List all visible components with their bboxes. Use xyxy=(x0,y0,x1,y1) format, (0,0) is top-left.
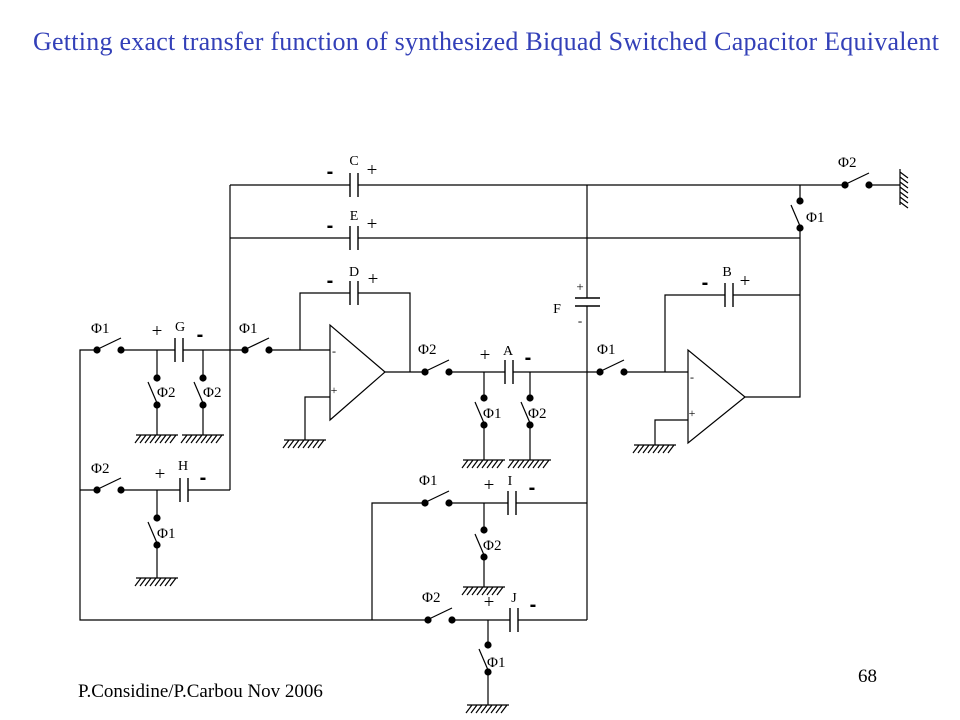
capacitor-a-minus: - xyxy=(525,347,532,369)
capacitor-c-plus: + xyxy=(367,160,378,181)
capacitor-i-label: I xyxy=(508,474,513,489)
capacitor-e-plus: + xyxy=(367,214,378,235)
capacitor-f-plus: + xyxy=(576,279,583,294)
capacitor-h-plus: + xyxy=(155,464,166,485)
capacitor-j-plus: + xyxy=(484,592,495,613)
switch-a-input-label: Φ2 xyxy=(418,342,436,358)
capacitor-f-minus: - xyxy=(578,313,582,328)
capacitor-b-minus: - xyxy=(702,272,709,294)
page-number: 68 xyxy=(858,666,877,687)
capacitor-a-label: A xyxy=(503,344,514,359)
capacitor-e-label: E xyxy=(350,209,359,224)
wire-d-branch xyxy=(299,292,411,372)
switch-a-output-label: Φ1 xyxy=(597,342,615,358)
capacitor-c-minus: - xyxy=(327,161,334,183)
capacitor-f-label: F xyxy=(553,302,561,317)
circuit-wires xyxy=(79,184,900,705)
op-amp-2 xyxy=(687,348,746,445)
switch-a-shunt-right-label: Φ2 xyxy=(528,406,546,422)
switch-g-input-label: Φ1 xyxy=(91,321,109,337)
switch-output-reset-label: Φ1 xyxy=(806,210,824,226)
switch-i-shunt-label: Φ2 xyxy=(483,538,501,554)
switch-g-shunt-left-label: Φ2 xyxy=(157,385,175,401)
switch-a-shunt-left-label: Φ1 xyxy=(483,406,501,422)
op-amp-1-inverting-sign: - xyxy=(332,344,336,358)
capacitor-g-plus: + xyxy=(152,321,163,342)
wire-b-branch xyxy=(664,294,800,372)
capacitor-j-minus: - xyxy=(530,594,537,616)
capacitor-h-label: H xyxy=(178,459,188,474)
op-amp-1 xyxy=(329,323,386,422)
wire-outer-loop xyxy=(79,349,428,621)
capacitor-d-minus: - xyxy=(327,270,334,292)
footer-author-date: P.Considine/P.Carbou Nov 2006 xyxy=(78,681,323,702)
capacitor-g-minus: - xyxy=(197,324,204,346)
switch-h-input-label: Φ2 xyxy=(91,461,109,477)
capacitor-a-plus: + xyxy=(480,345,491,366)
wire-g-shunts xyxy=(156,350,204,435)
op-amp-1-noninverting-sign: + xyxy=(331,383,338,397)
wire-opamp1-noninverting xyxy=(304,396,330,440)
op-amp-2-inverting-sign: - xyxy=(690,370,694,384)
slide-title: Getting exact transfer function of synth… xyxy=(33,27,940,56)
switch-i-input-label: Φ1 xyxy=(419,473,437,489)
capacitor-b-plus: + xyxy=(740,271,751,292)
capacitor-i-plus: + xyxy=(484,475,495,496)
switch-j-input-label: Φ2 xyxy=(422,590,440,606)
capacitor-e-minus: - xyxy=(327,215,334,237)
wire-j-row xyxy=(452,619,587,705)
switch-h-shunt-label: Φ1 xyxy=(157,526,175,542)
wire-opamp2-noninverting xyxy=(654,419,688,445)
switch-g-shunt-right-label: Φ2 xyxy=(203,385,221,401)
switch-j-shunt-label: Φ1 xyxy=(487,655,505,671)
op-amp-2-noninverting-sign: + xyxy=(689,406,696,420)
capacitor-b-label: B xyxy=(722,265,731,280)
capacitor-c-label: C xyxy=(349,154,358,169)
switch-ground-out-label: Φ2 xyxy=(838,155,856,171)
wire-i-row xyxy=(371,502,587,620)
capacitor-i-minus: - xyxy=(529,477,536,499)
wire-h-row xyxy=(80,489,230,578)
capacitor-d-label: D xyxy=(349,265,359,280)
capacitor-g-label: G xyxy=(175,320,185,335)
capacitor-d-plus: + xyxy=(368,269,379,290)
wire-a-shunts xyxy=(483,372,531,460)
switch-g-output-label: Φ1 xyxy=(239,321,257,337)
capacitor-h-minus: - xyxy=(200,467,207,489)
capacitor-j-label: J xyxy=(511,591,517,606)
